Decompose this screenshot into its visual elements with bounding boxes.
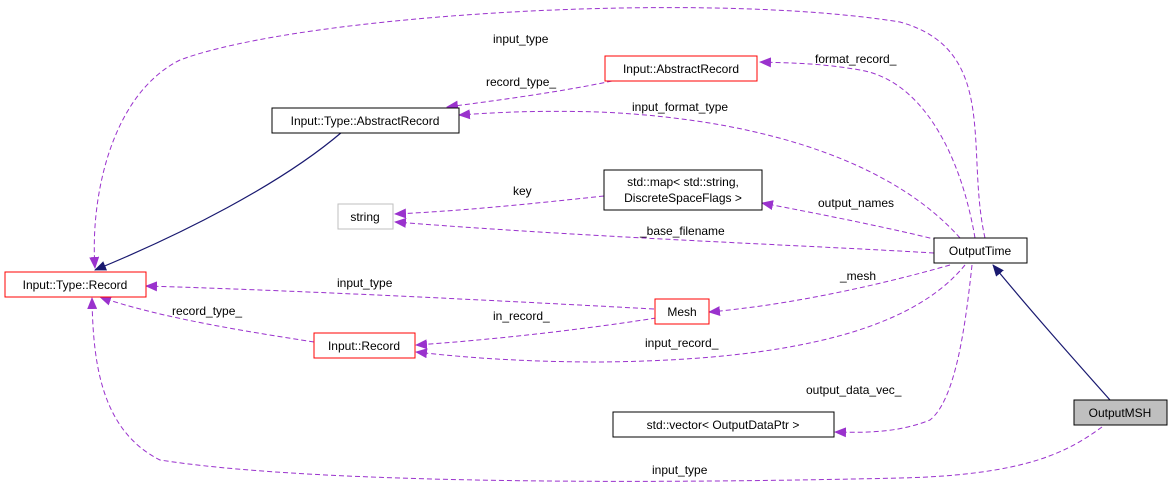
edge-outputtime-mesh — [708, 264, 951, 317]
node-input-type-record-label: Input::Type::Record — [23, 278, 128, 292]
edge-outputtime-stdmap — [761, 200, 939, 241]
edge-label-base-filename: _base_filename — [639, 224, 725, 238]
edge-label-input-record: input_record_ — [645, 336, 719, 350]
node-input-abstract-record-label: Input::AbstractRecord — [623, 62, 739, 76]
edge-abstractrecord-typeabstractrecord — [446, 80, 613, 111]
edge-label-input-type-top: input_type — [493, 32, 549, 46]
edge-inherit-typeabstractrecord-typerecord — [94, 131, 343, 271]
node-std-map-line2: DiscreteSpaceFlags > — [624, 191, 742, 205]
node-std-vector-label: std::vector< OutputDataPtr > — [647, 418, 800, 432]
edge-label-output-data-vec: output_data_vec_ — [806, 383, 902, 397]
node-mesh-label: Mesh — [667, 305, 696, 319]
node-std-vector[interactable]: std::vector< OutputDataPtr > — [612, 411, 835, 438]
node-output-msh-label: OutputMSH — [1089, 406, 1152, 420]
node-output-msh[interactable]: OutputMSH — [1073, 399, 1168, 426]
node-input-type-record[interactable]: Input::Type::Record — [4, 271, 147, 298]
node-mesh[interactable]: Mesh — [654, 298, 710, 325]
edge-stdmap-string — [394, 195, 605, 219]
edge-outputtime-typerecord-input-type — [89, 7, 986, 269]
edge-mesh-inputrecord — [415, 317, 657, 350]
edge-label-in-record: in_record_ — [493, 309, 550, 323]
edge-inherit-outputmsh-outputtime — [992, 264, 1111, 401]
edge-label-input-type-mid: input_type — [337, 276, 393, 290]
edge-label-record-type-top: record_type_ — [486, 75, 556, 89]
node-std-map-line1: std::map< std::string, — [627, 175, 739, 189]
node-input-record-label: Input::Record — [328, 339, 400, 353]
edge-labels: input_type format_record_ record_type_ i… — [172, 32, 902, 477]
node-string-label: string — [350, 210, 379, 224]
edge-outputtime-inputrecord — [415, 264, 966, 363]
node-input-type-abstract-record[interactable]: Input::Type::AbstractRecord — [271, 107, 460, 134]
node-input-record[interactable]: Input::Record — [313, 332, 416, 359]
edge-label-mesh: _mesh — [839, 269, 876, 283]
edge-label-format-record: format_record_ — [815, 52, 897, 66]
node-input-abstract-record[interactable]: Input::AbstractRecord — [604, 55, 758, 82]
edge-label-record-type-mid: record_type_ — [172, 304, 242, 318]
node-input-type-abstract-record-label: Input::Type::AbstractRecord — [291, 114, 440, 128]
edge-outputtime-string — [394, 217, 935, 254]
edge-label-output-names: output_names — [818, 196, 894, 210]
node-string[interactable]: string — [337, 203, 394, 230]
edge-outputmsh-typerecord — [87, 297, 1103, 482]
node-output-time-label: OutputTime — [949, 244, 1012, 258]
edge-outputtime-abstractrecord — [759, 57, 976, 239]
node-output-time[interactable]: OutputTime — [933, 237, 1028, 264]
edge-label-key: key — [513, 184, 532, 198]
edge-label-input-type-bottom: input_type — [652, 463, 708, 477]
edge-outputtime-typeabstractrecord — [458, 109, 961, 239]
node-std-map[interactable]: std::map< std::string, DiscreteSpaceFlag… — [603, 169, 763, 211]
edge-outputtime-stdvector — [834, 264, 973, 438]
edge-mesh-typerecord — [145, 281, 655, 310]
edges — [87, 7, 1111, 482]
edge-label-input-format-type: input_format_type — [632, 100, 728, 114]
edge-inputrecord-typerecord — [99, 295, 315, 343]
